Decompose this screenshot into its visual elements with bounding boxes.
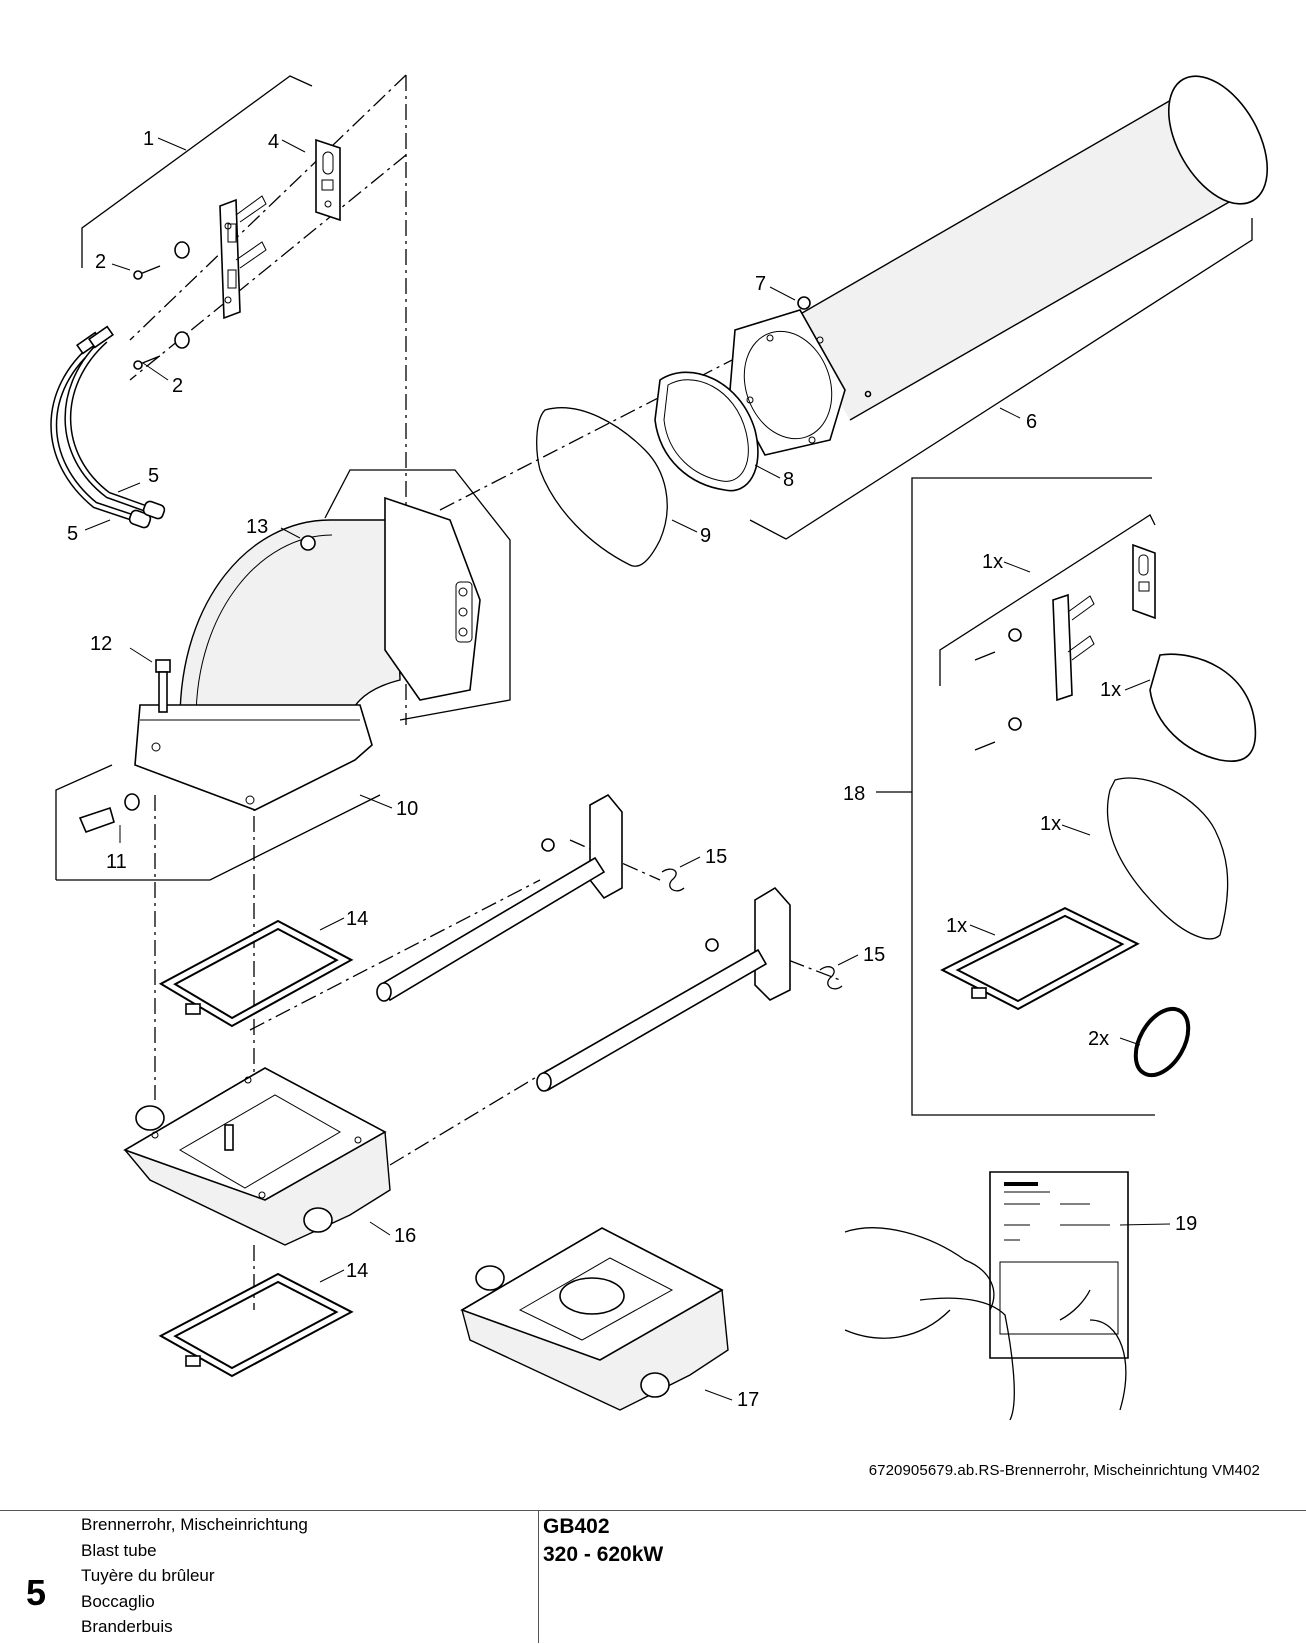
callout-15-upper: 15 — [705, 846, 727, 868]
callout-5-left: 5 — [67, 523, 78, 545]
mounting-axles — [376, 793, 843, 1092]
callout-13: 13 — [246, 516, 268, 538]
footer-divider — [538, 1511, 539, 1643]
callout-17: 17 — [737, 1389, 759, 1411]
callout-14-lower: 14 — [346, 1260, 368, 1282]
part-6-blast-tube — [729, 75, 1269, 456]
section-number: 5 — [26, 1572, 47, 1613]
title-english: Blast tube — [81, 1540, 157, 1560]
part-7-nut — [797, 296, 811, 310]
section-titles: Brennerrohr, Mischeinrichtung Blast tube… — [81, 1512, 308, 1640]
title-french: Tuyère du brûleur — [81, 1566, 215, 1585]
power-range: 320 - 620kW — [543, 1543, 664, 1566]
part-11-nozzle — [55, 764, 381, 881]
part-18-service-kit — [876, 477, 1257, 1116]
kit-label-1x-gasket: 1x — [1100, 679, 1121, 701]
callout-16: 16 — [394, 1225, 416, 1247]
figure-caption: 6720905679.ab.RS-Brennerrohr, Mischeinri… — [868, 1462, 1260, 1479]
callout-10: 10 — [396, 798, 418, 820]
callout-1: 1 — [143, 128, 154, 150]
callout-9: 9 — [700, 525, 711, 547]
part-17-mounting-plate-alt — [460, 1227, 729, 1411]
callout-14-upper: 14 — [346, 908, 368, 930]
part-4-plate — [315, 138, 341, 222]
kit-label-2x-oring: 2x — [1088, 1028, 1109, 1050]
kit-label-1x-holder: 1x — [982, 551, 1003, 573]
callout-8: 8 — [783, 469, 794, 491]
callout-labels: 1 4 2 2 5 5 7 6 8 9 13 12 10 11 14 14 15… — [67, 128, 1197, 1411]
exploded-parts-diagram: 1 4 2 2 5 5 7 6 8 9 13 12 10 11 14 14 15… — [50, 74, 1269, 1421]
callout-7: 7 — [755, 273, 766, 295]
title-german: Brennerrohr, Mischeinrichtung — [81, 1515, 308, 1534]
leader-lines — [84, 137, 1171, 1401]
part-8-gasket — [654, 371, 759, 492]
callout-15-lower: 15 — [863, 944, 885, 966]
part-2-screws — [133, 241, 190, 370]
model-info: GB402 320 - 620kW — [543, 1513, 663, 1569]
part-12-bolt — [155, 659, 171, 713]
callout-6: 6 — [1026, 411, 1037, 433]
callout-4: 4 — [268, 131, 279, 153]
title-italian: Boccaglio — [81, 1591, 155, 1611]
part-9-seal — [536, 407, 668, 567]
callout-5-right: 5 — [148, 465, 159, 487]
part-16-mounting-plate — [123, 1067, 391, 1246]
part-14-gasket-upper — [158, 919, 354, 1028]
page-footer — [0, 1510, 1306, 1644]
callout-2-bottom: 2 — [172, 375, 183, 397]
callout-18: 18 — [843, 783, 865, 805]
callout-2-top: 2 — [95, 251, 106, 273]
part-19-rating-label — [844, 1171, 1129, 1421]
title-dutch: Branderbuis — [81, 1617, 173, 1636]
part-14-gasket-lower — [158, 1272, 354, 1378]
part-1-electrode-holder — [219, 195, 267, 320]
kit-label-1x-seal: 1x — [1040, 813, 1061, 835]
callout-12: 12 — [90, 633, 112, 655]
kit-label-1x-frame: 1x — [946, 915, 967, 937]
part-5-ignition-cables — [50, 325, 166, 529]
model-name: GB402 — [543, 1515, 610, 1538]
assembly-axis-lines — [129, 74, 841, 1310]
group-1-bracket — [81, 75, 313, 268]
callout-11: 11 — [106, 851, 127, 873]
part-10-mixing-housing — [134, 469, 511, 811]
part-13-nut — [300, 535, 316, 551]
callout-19: 19 — [1175, 1213, 1197, 1235]
